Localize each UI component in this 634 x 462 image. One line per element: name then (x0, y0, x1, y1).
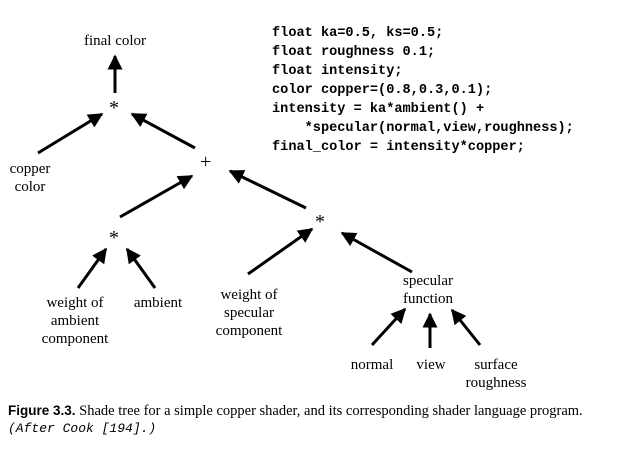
code-line: float intensity; (272, 64, 403, 79)
node-view: view (416, 357, 446, 373)
code-line: color copper=(0.8,0.3,0.1); (272, 83, 493, 98)
edge-right-mult-to-plus (228, 169, 307, 210)
node-plus: + (200, 151, 212, 173)
node-surface-roughness: surface roughness (465, 357, 527, 391)
code-line: float roughness 0.1; (272, 45, 436, 60)
node-copper-color: copper color (9, 161, 51, 195)
caption-label: Figure 3.3. (8, 403, 76, 418)
node-final-color: final color (83, 33, 147, 49)
code-line: *specular(normal,view,roughness); (272, 121, 574, 136)
node-ambient: ambient (133, 295, 183, 311)
figure-caption: Figure 3.3. Shade tree for a simple copp… (8, 402, 630, 437)
code-line: intensity = ka*ambient() + (272, 102, 485, 117)
node-weight-of-ambient-component: weight of ambient component (41, 295, 109, 347)
code-line: final_color = intensity*copper; (272, 140, 525, 155)
node-multiply-top: * (109, 97, 119, 119)
edge-plus-to-mult (130, 112, 196, 150)
shader-code: float ka=0.5, ks=0.5; float roughness 0.1… (272, 24, 574, 157)
edge-normal-to-specular (370, 307, 407, 347)
node-weight-of-specular-component: weight of specular component (215, 287, 283, 339)
node-specular-function: specular function (403, 273, 453, 307)
caption-text: Shade tree for a simple copper shader, a… (75, 403, 583, 419)
edge-specular-function-to-mult (340, 231, 413, 274)
node-multiply-left: * (109, 227, 119, 249)
edge-copper-to-mult (37, 112, 104, 155)
edge-left-mult-to-plus (119, 174, 194, 219)
edge-roughness-to-specular (450, 308, 482, 346)
code-line: float ka=0.5, ks=0.5; (272, 26, 444, 41)
caption-citation: (After Cook [194].) (8, 421, 157, 436)
node-multiply-right: * (315, 211, 325, 233)
edge-weight-ambient-to-mult (76, 247, 108, 289)
edge-weight-specular-to-mult (247, 227, 314, 276)
node-normal: normal (350, 357, 394, 373)
edge-ambient-to-mult (125, 247, 157, 289)
